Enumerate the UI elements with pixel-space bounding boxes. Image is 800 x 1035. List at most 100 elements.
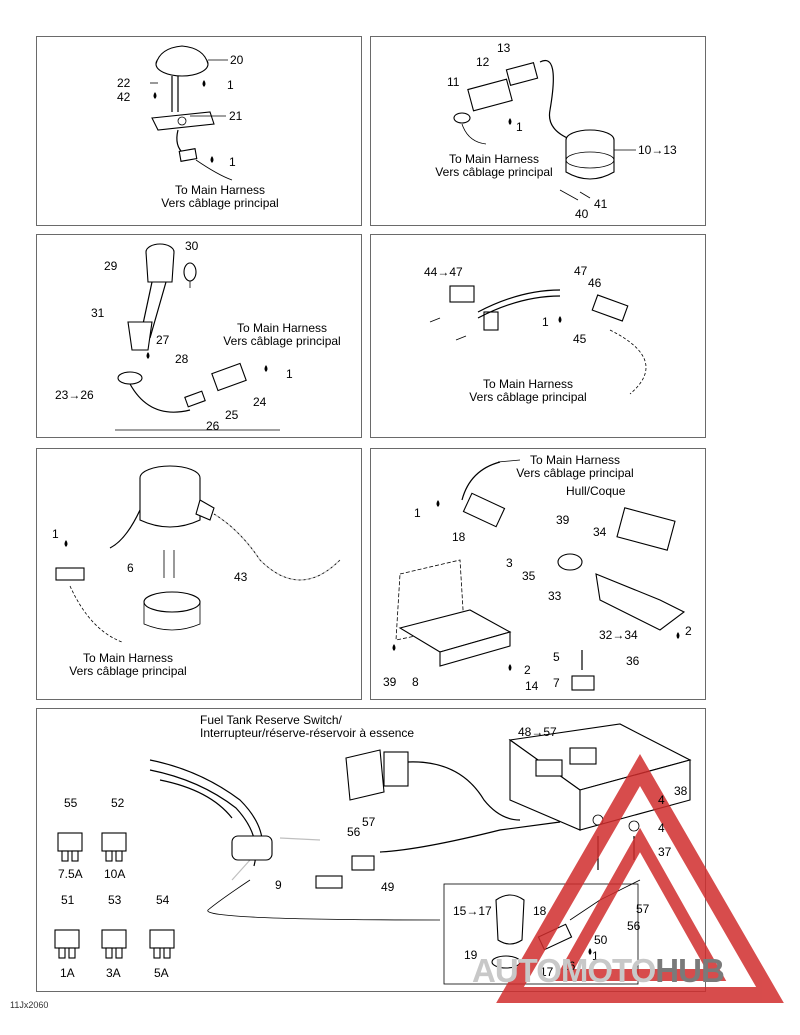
caption-line-fr: Vers câblage principal xyxy=(469,390,587,404)
caption-line-fr: Vers câblage principal xyxy=(69,664,187,678)
callout-1: 1 xyxy=(286,367,293,381)
callout-46: 46 xyxy=(588,276,602,290)
panel-3 xyxy=(36,234,362,438)
logo-part-1: AUTOMOTO xyxy=(472,952,656,989)
caption-line-en: To Main Harness xyxy=(482,377,574,391)
callout-23-26: 23→26 xyxy=(55,388,94,402)
caption-line-fr: Interrupteur/réserve-réservoir à essence xyxy=(200,726,415,740)
caption-to-main-harness: To Main Harness Vers câblage principal xyxy=(458,378,598,404)
callout-1: 1 xyxy=(542,315,549,329)
caption-line-en: To Main Harness xyxy=(448,152,540,166)
caption-to-main-harness: To Main Harness Vers câblage principal xyxy=(58,652,198,678)
callout-42: 42 xyxy=(117,90,131,104)
callout-19: 19 xyxy=(464,948,478,962)
callout-25: 25 xyxy=(225,408,239,422)
callout-7: 7 xyxy=(553,676,560,690)
callout-2: 2 xyxy=(685,624,692,638)
caption-to-main-harness: To Main Harness Vers câblage principal xyxy=(212,322,352,348)
callout-24: 24 xyxy=(253,395,267,409)
callout-36: 36 xyxy=(626,654,640,668)
callout-6: 6 xyxy=(127,561,134,575)
caption-line-fr: Vers câblage principal xyxy=(161,196,279,210)
fuse-rating: 10A xyxy=(104,867,126,881)
lamp-assembly-drawing xyxy=(115,243,280,431)
callout-1: 1 xyxy=(229,155,236,169)
beacon-light-drawing xyxy=(150,45,233,181)
callout-44-47: 44→47 xyxy=(424,265,463,279)
callout-39: 39 xyxy=(383,675,397,689)
callout-41: 41 xyxy=(594,197,608,211)
callout-17: 17 xyxy=(540,965,554,979)
fuse-rating: 5A xyxy=(154,966,169,980)
callout-16: 16 xyxy=(562,959,576,973)
caption-to-main-harness: To Main Harness Vers câblage principal xyxy=(424,153,564,179)
caption-line-en: To Main Harness xyxy=(529,453,621,467)
callout-57: 57 xyxy=(362,815,376,829)
fuse-rating: 1A xyxy=(60,966,75,980)
callout-3: 3 xyxy=(506,556,513,570)
panel-4 xyxy=(370,234,706,438)
callout-34: 34 xyxy=(593,525,607,539)
callout-30: 30 xyxy=(185,239,199,253)
callout-5: 5 xyxy=(553,650,560,664)
callout-18: 18 xyxy=(452,530,466,544)
callout-10-13: 10→13 xyxy=(638,143,677,157)
callout-45: 45 xyxy=(573,332,587,346)
figure-code: 11Jx2060 xyxy=(10,1000,49,1010)
panel-6 xyxy=(370,448,706,700)
caption-to-main-harness: To Main Harness Vers câblage principal xyxy=(150,184,290,210)
callout-1: 1 xyxy=(516,120,523,134)
callout-8: 8 xyxy=(412,675,419,689)
fuse-rating: 3A xyxy=(106,966,121,980)
callout-20: 20 xyxy=(230,53,244,67)
callout-14: 14 xyxy=(525,679,539,693)
connector-bracket-drawing xyxy=(429,285,647,395)
fuse-part-number: 55 xyxy=(64,796,78,810)
caption-line-fr: Vers câblage principal xyxy=(435,165,553,179)
callout-31: 31 xyxy=(91,306,105,320)
callout-40: 40 xyxy=(575,207,589,221)
callout-38: 38 xyxy=(674,784,688,798)
callout-1: 1 xyxy=(414,506,421,520)
fuse-part-number: 53 xyxy=(108,893,122,907)
callout-26: 26 xyxy=(206,419,220,433)
callout-4: 4 xyxy=(658,793,665,807)
caption-line-fr: Vers câblage principal xyxy=(223,334,341,348)
callout-11: 11 xyxy=(447,75,460,89)
callout-35: 35 xyxy=(522,569,536,583)
fuse-part-number: 54 xyxy=(156,893,170,907)
callout-18: 18 xyxy=(533,904,547,918)
callout-21: 21 xyxy=(229,109,243,123)
callout-32-34: 32→34 xyxy=(599,628,638,642)
callout-22: 22 xyxy=(117,76,131,90)
callout-2: 2 xyxy=(524,663,531,677)
callout-29: 29 xyxy=(104,259,118,273)
callout-15-17: 15→17 xyxy=(453,904,492,918)
callout-28: 28 xyxy=(175,352,189,366)
callout-49: 49 xyxy=(381,880,395,894)
logo-part-2: HUB xyxy=(655,952,724,989)
callout-1: 1 xyxy=(227,78,234,92)
watermark-triangle xyxy=(496,754,784,1003)
bilge-pump-drawing xyxy=(55,465,341,643)
callout-57: 57 xyxy=(636,902,650,916)
horn-drawing xyxy=(453,60,636,201)
callout-12: 12 xyxy=(476,55,490,69)
caption-line-en: Fuel Tank Reserve Switch/ xyxy=(200,713,342,727)
callout-1: 1 xyxy=(52,527,59,541)
fuse-box-harness-drawing xyxy=(149,723,692,985)
caption-line-fr: Vers câblage principal xyxy=(516,466,634,480)
callout-27: 27 xyxy=(156,333,170,347)
watermark-logo: AUTOMOTOHUB xyxy=(472,952,725,990)
fuse-part-number: 51 xyxy=(61,893,75,907)
callout-47: 47 xyxy=(574,264,588,278)
caption-line-en: To Main Harness xyxy=(174,183,266,197)
callout-56: 56 xyxy=(627,919,641,933)
caption-line-en: To Main Harness xyxy=(82,651,174,665)
caption-to-main-harness: To Main Harness Vers câblage principal xyxy=(500,454,650,480)
callout-37: 37 xyxy=(658,845,672,859)
caption-line-en: To Main Harness xyxy=(236,321,328,335)
fuse-rating: 7.5A xyxy=(58,867,83,881)
panel-7 xyxy=(36,708,706,992)
